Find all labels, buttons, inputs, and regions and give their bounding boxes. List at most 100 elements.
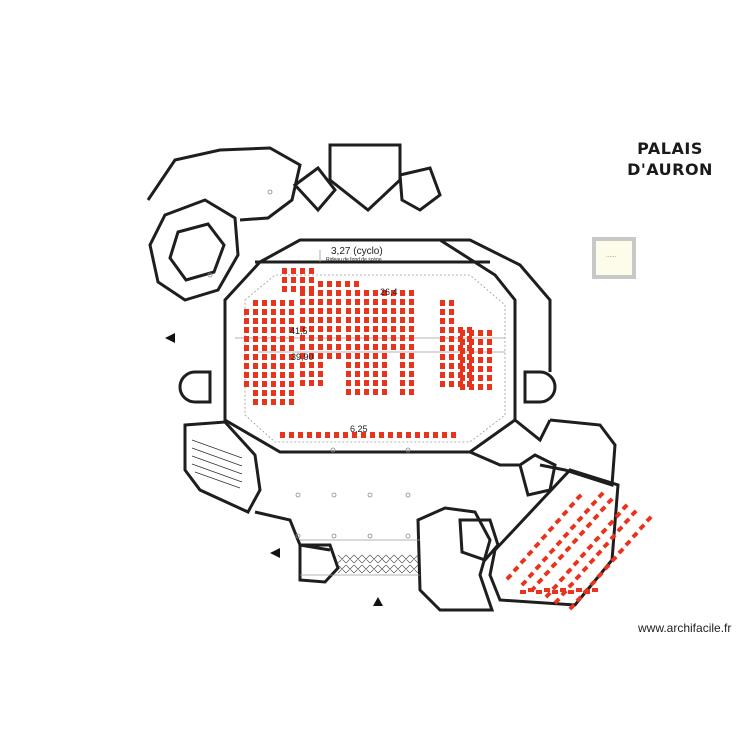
seat bbox=[440, 318, 445, 324]
seat bbox=[460, 366, 465, 372]
seat bbox=[576, 515, 584, 523]
seat bbox=[318, 299, 323, 305]
seat bbox=[346, 380, 351, 386]
seat bbox=[309, 362, 314, 368]
seat bbox=[406, 432, 411, 438]
seat bbox=[291, 268, 296, 274]
seat bbox=[616, 525, 624, 533]
seat bbox=[244, 372, 249, 378]
seat bbox=[595, 549, 603, 557]
seat bbox=[327, 335, 332, 341]
seat bbox=[382, 299, 387, 305]
seat bbox=[409, 299, 414, 305]
seat bbox=[440, 354, 445, 360]
seat bbox=[280, 363, 285, 369]
seat bbox=[346, 308, 351, 314]
seat bbox=[478, 357, 483, 363]
upper-left-wing bbox=[146, 146, 302, 222]
seat bbox=[262, 399, 267, 405]
seat bbox=[309, 344, 314, 350]
seat bbox=[355, 335, 360, 341]
seat bbox=[289, 300, 294, 306]
seat bbox=[373, 317, 378, 323]
seat bbox=[346, 335, 351, 341]
seat bbox=[253, 318, 258, 324]
seat bbox=[327, 344, 332, 350]
seat bbox=[318, 380, 323, 386]
seat bbox=[478, 375, 483, 381]
seat bbox=[391, 335, 396, 341]
seat bbox=[440, 345, 445, 351]
seat bbox=[271, 345, 276, 351]
seat bbox=[400, 299, 405, 305]
top-block-left-2 bbox=[292, 165, 337, 213]
right-side-wall bbox=[514, 340, 552, 443]
seat bbox=[391, 326, 396, 332]
seat bbox=[244, 327, 249, 333]
seat bbox=[527, 571, 535, 579]
seat bbox=[379, 432, 384, 438]
seat bbox=[346, 326, 351, 332]
seat bbox=[262, 309, 267, 315]
seat bbox=[373, 389, 378, 395]
seat bbox=[280, 432, 285, 438]
seat bbox=[244, 381, 249, 387]
seat bbox=[354, 281, 359, 287]
seat bbox=[536, 590, 542, 594]
seat bbox=[336, 308, 341, 314]
seat bbox=[346, 362, 351, 368]
seat bbox=[469, 330, 474, 336]
seat bbox=[271, 390, 276, 396]
seat bbox=[449, 354, 454, 360]
seat bbox=[409, 308, 414, 314]
seat bbox=[355, 389, 360, 395]
seat bbox=[271, 372, 276, 378]
seat bbox=[550, 561, 558, 569]
seat bbox=[460, 357, 465, 363]
seat bbox=[548, 547, 556, 555]
seat bbox=[373, 335, 378, 341]
seat bbox=[440, 327, 445, 333]
seat bbox=[391, 290, 396, 296]
seat bbox=[280, 354, 285, 360]
seat bbox=[364, 308, 369, 314]
seat bbox=[244, 363, 249, 369]
seat bbox=[280, 390, 285, 396]
seat bbox=[400, 371, 405, 377]
seat bbox=[469, 339, 474, 345]
seat bbox=[562, 531, 570, 539]
seat bbox=[309, 299, 314, 305]
seat bbox=[579, 551, 587, 559]
seat bbox=[300, 371, 305, 377]
seat bbox=[300, 380, 305, 386]
seat bbox=[478, 339, 483, 345]
seat bbox=[280, 318, 285, 324]
seat bbox=[300, 335, 305, 341]
seat bbox=[309, 380, 314, 386]
left-stair bbox=[178, 370, 212, 404]
seat bbox=[253, 336, 258, 342]
seat bbox=[336, 335, 341, 341]
seat bbox=[400, 353, 405, 359]
seat bbox=[364, 362, 369, 368]
seat bbox=[449, 336, 454, 342]
seat bbox=[316, 432, 321, 438]
seat bbox=[318, 281, 323, 287]
seat bbox=[289, 354, 294, 360]
seat bbox=[409, 317, 414, 323]
seat bbox=[318, 335, 323, 341]
seat bbox=[364, 344, 369, 350]
seat bbox=[309, 335, 314, 341]
seat bbox=[336, 281, 341, 287]
seat bbox=[440, 372, 445, 378]
seat bbox=[373, 290, 378, 296]
seat bbox=[382, 344, 387, 350]
seat bbox=[449, 300, 454, 306]
seat bbox=[596, 571, 604, 579]
seat bbox=[409, 326, 414, 332]
seat bbox=[576, 588, 582, 592]
seat bbox=[318, 371, 323, 377]
seat bbox=[346, 299, 351, 305]
lobby-wall-left bbox=[254, 510, 331, 552]
seat bbox=[609, 533, 617, 541]
